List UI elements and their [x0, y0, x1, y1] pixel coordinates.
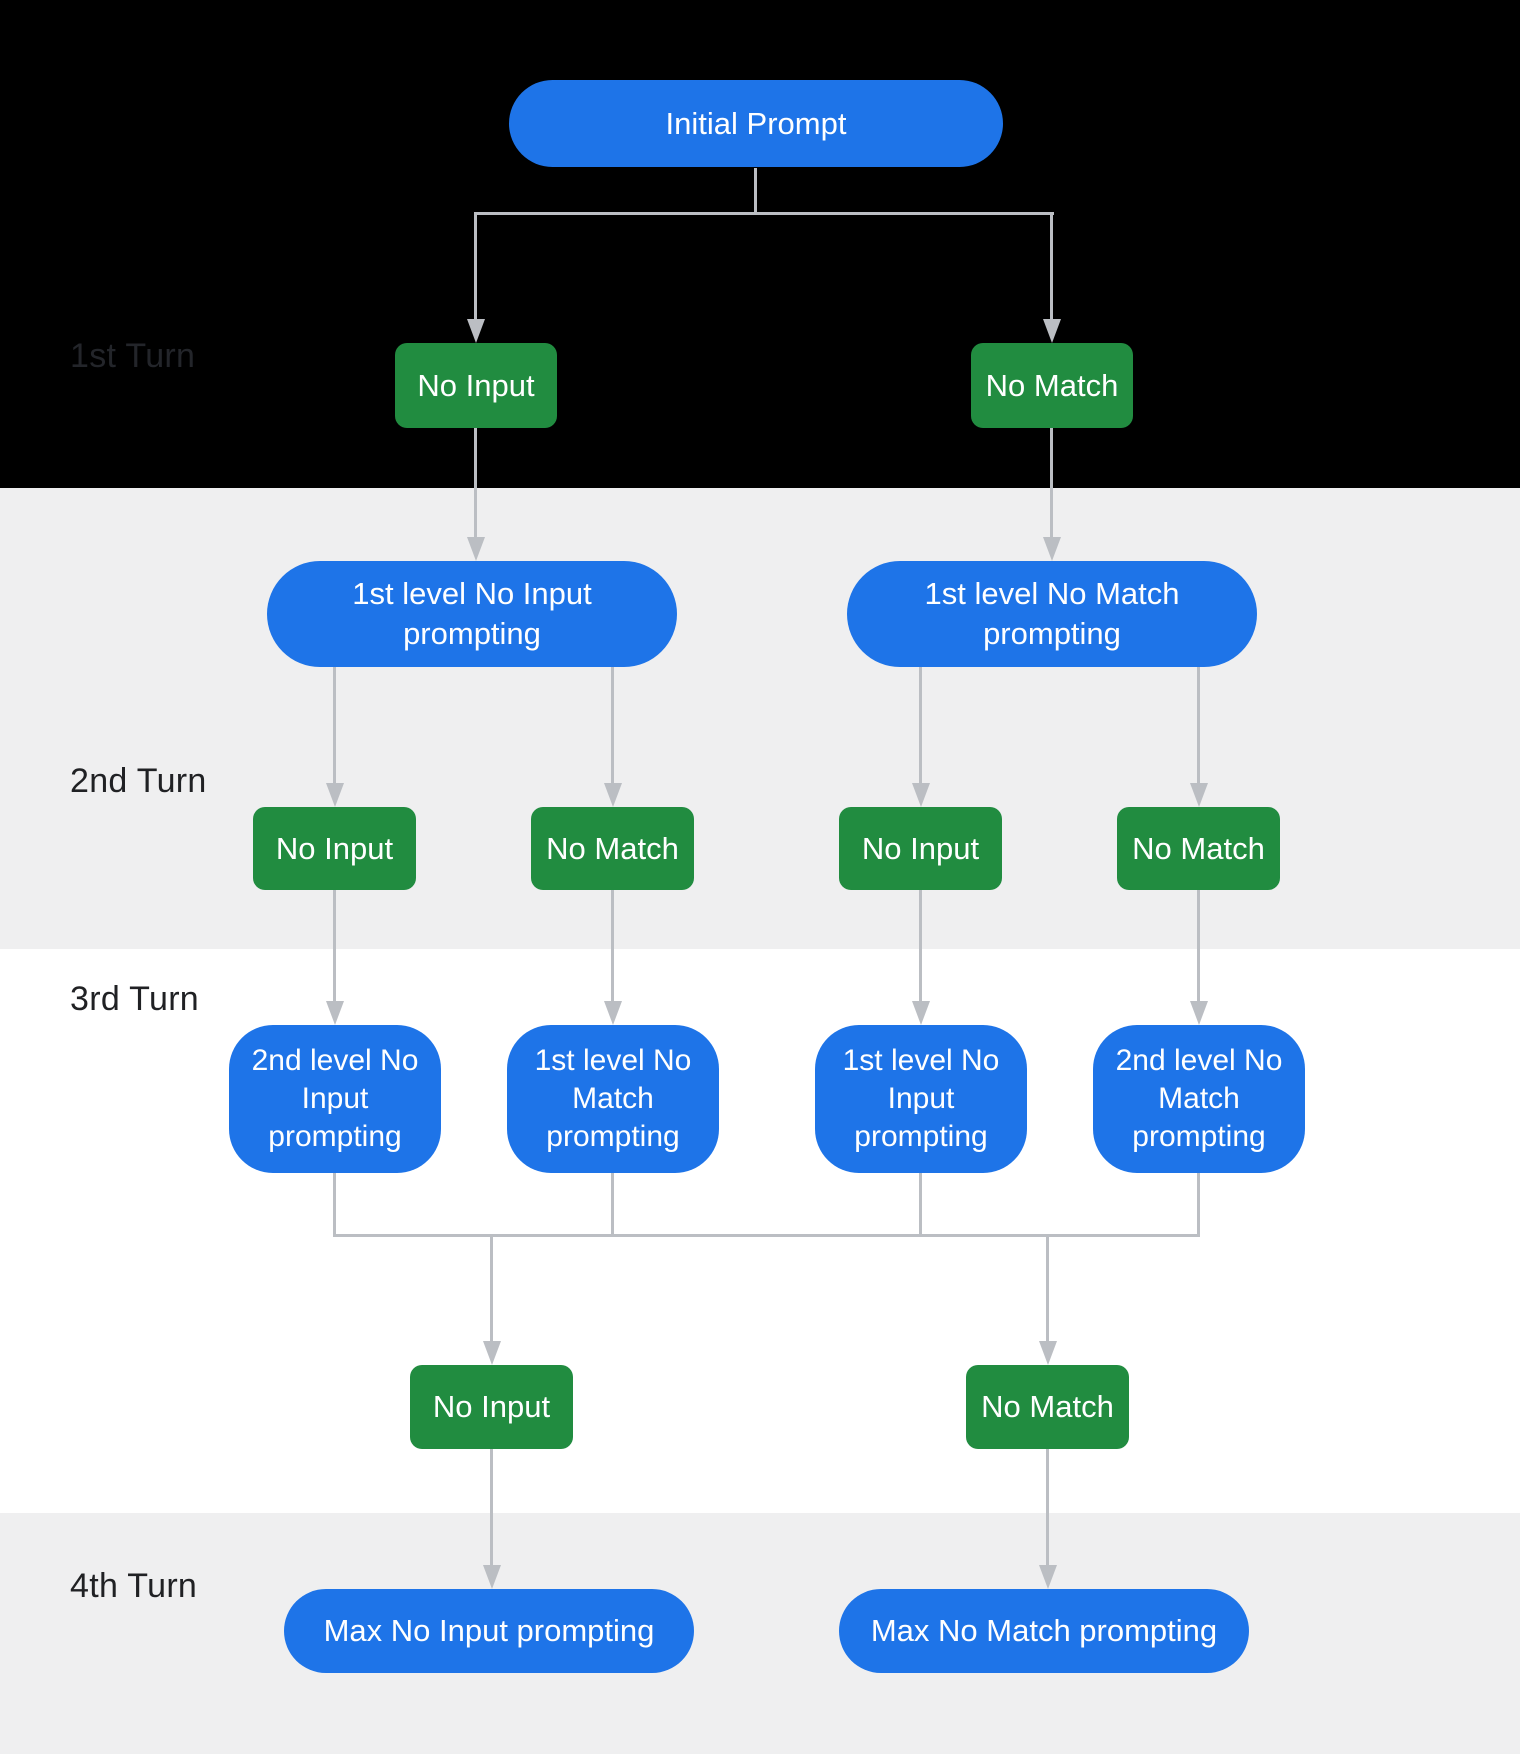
- node-turn2-no-match-right: No Match: [1117, 807, 1280, 890]
- band-turn-1: [0, 0, 1520, 488]
- node-2nd-level-no-match-prompting: 2nd level No Match prompting: [1093, 1025, 1305, 1173]
- connector-bus-to-turn4-no-match: [1046, 1234, 1049, 1343]
- node-turn4-no-match: No Match: [966, 1365, 1129, 1449]
- node-1st-level-no-match-prompting: 1st level No Match prompting: [847, 561, 1257, 667]
- node-1st-level-no-input-prompting-2: 1st level No Input prompting: [815, 1025, 1027, 1173]
- connector-level1b-to-turn2d: [1197, 667, 1200, 785]
- connector-turn2d-to-turn3d: [1197, 890, 1200, 1003]
- node-turn4-no-input: No Input: [410, 1365, 573, 1449]
- connector-turn2a-to-turn3a: [333, 890, 336, 1003]
- connector-turn2c-to-turn3c: [919, 890, 922, 1003]
- node-1st-level-no-input-prompting: 1st level No Input prompting: [267, 561, 677, 667]
- connector-bus-to-turn4-no-input: [490, 1234, 493, 1343]
- arrowhead-turn1-no-match-icon: [1043, 319, 1061, 343]
- node-1st-level-no-match-prompting-2: 1st level No Match prompting: [507, 1025, 719, 1173]
- turn-label-1st: 1st Turn: [70, 337, 196, 375]
- node-turn1-no-match: No Match: [971, 343, 1133, 428]
- node-turn2-no-input-left: No Input: [253, 807, 416, 890]
- node-max-no-input-prompting: Max No Input prompting: [284, 1589, 694, 1673]
- arrowhead-turn2c-icon: [912, 783, 930, 807]
- connector-level1b-to-turn2c: [919, 667, 922, 785]
- arrowhead-turn4-no-input-icon: [483, 1341, 501, 1365]
- turn-label-3rd: 3rd Turn: [70, 980, 200, 1018]
- arrowhead-turn1-no-input-icon: [467, 319, 485, 343]
- arrowhead-turn3c-icon: [912, 1001, 930, 1025]
- connector-to-turn1-no-input: [474, 212, 477, 322]
- arrowhead-max-no-input-icon: [483, 1565, 501, 1589]
- connector-merge-bus: [333, 1234, 1200, 1237]
- connector-level1a-to-turn2a: [333, 667, 336, 785]
- arrowhead-turn4-no-match-icon: [1039, 1341, 1057, 1365]
- connector-nomatch-to-level1: [1050, 428, 1053, 540]
- connector-initial-branch: [474, 212, 1054, 215]
- arrowhead-level1-no-match-icon: [1043, 537, 1061, 561]
- connector-turn3c-to-bus: [919, 1173, 922, 1236]
- connector-turn3b-to-bus: [611, 1173, 614, 1236]
- turn-label-4th: 4th Turn: [70, 1567, 198, 1605]
- arrowhead-turn2b-icon: [604, 783, 622, 807]
- node-turn1-no-input: No Input: [395, 343, 557, 428]
- arrowhead-turn3d-icon: [1190, 1001, 1208, 1025]
- connector-turn2b-to-turn3b: [611, 890, 614, 1003]
- band-turn-3: [0, 949, 1520, 1513]
- arrowhead-turn3b-icon: [604, 1001, 622, 1025]
- connector-turn3a-to-bus: [333, 1173, 336, 1236]
- connector-noinput-to-level1: [474, 428, 477, 540]
- arrowhead-turn2d-icon: [1190, 783, 1208, 807]
- connector-turn4-to-max-no-match: [1046, 1449, 1049, 1567]
- node-2nd-level-no-input-prompting: 2nd level No Input prompting: [229, 1025, 441, 1173]
- node-initial-prompt: Initial Prompt: [509, 80, 1003, 167]
- node-max-no-match-prompting: Max No Match prompting: [839, 1589, 1249, 1673]
- arrowhead-turn2a-icon: [326, 783, 344, 807]
- node-turn2-no-input-right: No Input: [839, 807, 1002, 890]
- band-turn-4: [0, 1513, 1520, 1754]
- arrowhead-max-no-match-icon: [1039, 1565, 1057, 1589]
- connector-to-turn1-no-match: [1050, 212, 1053, 322]
- arrowhead-turn3a-icon: [326, 1001, 344, 1025]
- connector-initial-stem: [754, 168, 757, 214]
- band-turn-2: [0, 488, 1520, 949]
- node-turn2-no-match-left: No Match: [531, 807, 694, 890]
- turn-label-2nd: 2nd Turn: [70, 762, 207, 800]
- connector-turn3d-to-bus: [1197, 1173, 1200, 1236]
- connector-turn4-to-max-no-input: [490, 1449, 493, 1567]
- connector-level1a-to-turn2b: [611, 667, 614, 785]
- arrowhead-level1-no-input-icon: [467, 537, 485, 561]
